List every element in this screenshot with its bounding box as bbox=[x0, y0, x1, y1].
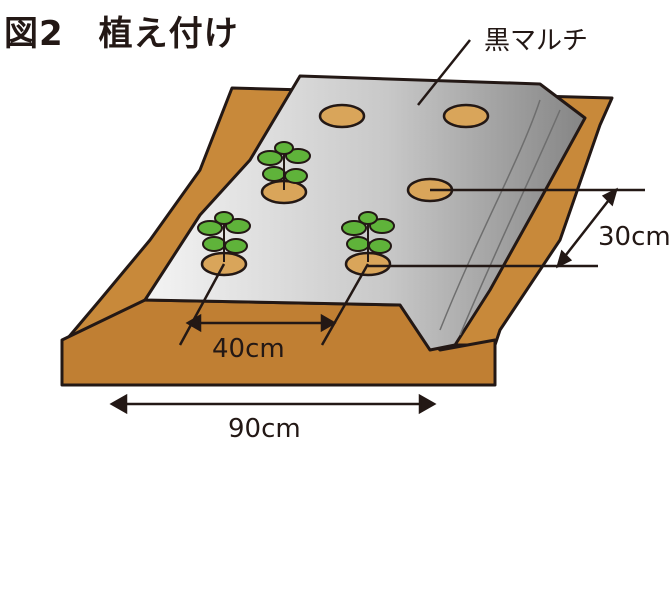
extension-line bbox=[320, 263, 370, 346]
figure-title: 図2 植え付け bbox=[4, 14, 239, 54]
label-bed-width: 90cm bbox=[228, 414, 301, 444]
mulch-texture bbox=[439, 99, 541, 331]
hole bbox=[442, 103, 490, 129]
label-plant-spacing: 40cm bbox=[212, 334, 285, 364]
dimension-30cm bbox=[561, 195, 613, 261]
seedling bbox=[197, 211, 251, 262]
leader-mulch bbox=[417, 39, 471, 106]
mulch-texture bbox=[459, 109, 561, 336]
dimension-lines bbox=[109, 39, 645, 415]
seedlings bbox=[197, 141, 395, 262]
label-row-spacing: 30cm bbox=[598, 222, 671, 252]
extension-line bbox=[178, 263, 226, 346]
seedling bbox=[341, 211, 395, 262]
hole bbox=[318, 103, 366, 129]
label-black-mulch: 黒マルチ bbox=[484, 26, 589, 56]
seedling bbox=[257, 141, 311, 190]
